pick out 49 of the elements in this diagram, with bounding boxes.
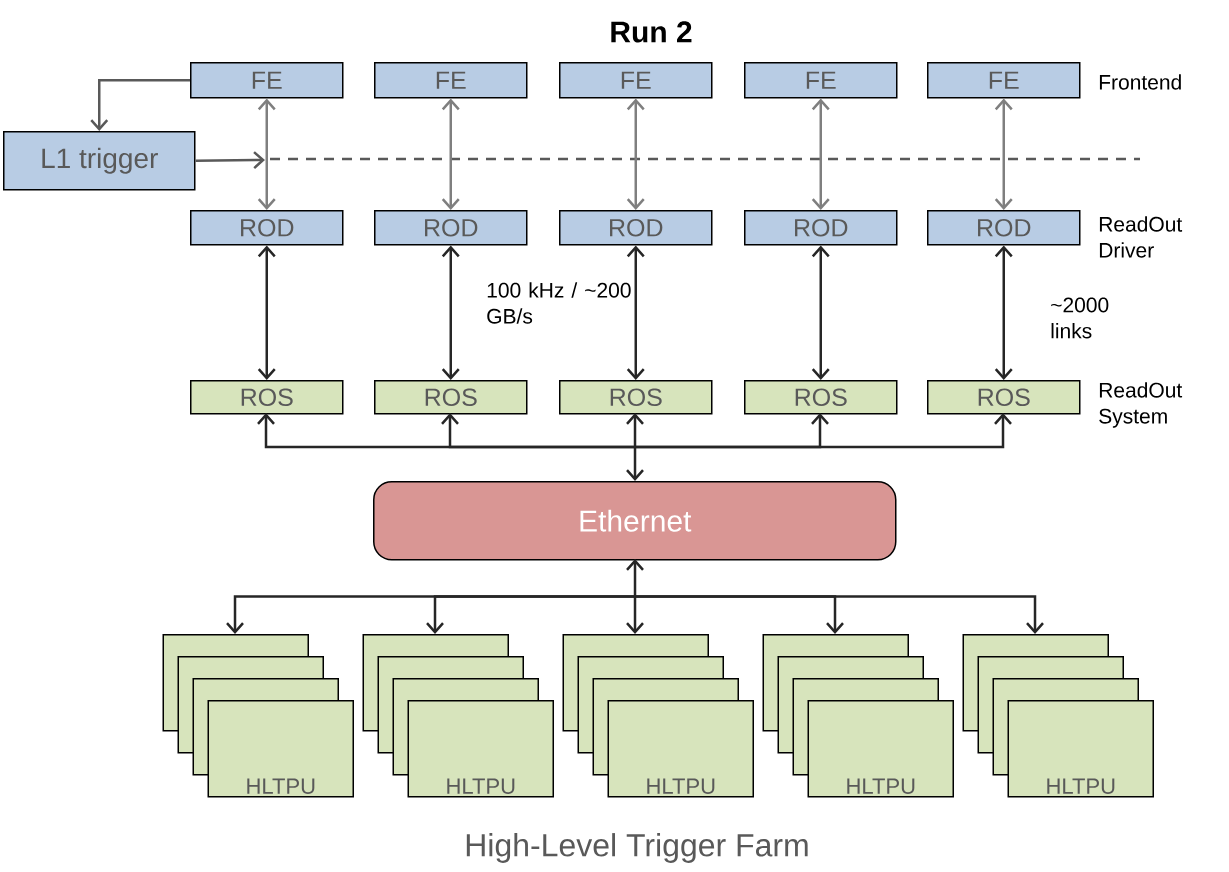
network-box: Ethernet bbox=[373, 481, 897, 561]
arrow bbox=[811, 245, 830, 380]
arrow bbox=[626, 559, 644, 597]
arrow bbox=[626, 98, 645, 210]
module-box: FE bbox=[559, 62, 713, 99]
module-box: FE bbox=[744, 62, 898, 99]
arrow bbox=[441, 245, 460, 380]
rate-label: 100 kHz / ~200 GB/s bbox=[487, 282, 631, 324]
module-box: FE bbox=[374, 62, 528, 99]
arrow bbox=[257, 98, 276, 210]
processor-box: HLTPU bbox=[1007, 700, 1154, 798]
arrow bbox=[811, 98, 830, 210]
arrow bbox=[635, 413, 1012, 449]
trigger-box: L1 trigger bbox=[3, 131, 196, 191]
arrow bbox=[441, 413, 635, 449]
row-label: ReadOut System bbox=[1099, 382, 1183, 428]
arrow bbox=[994, 98, 1013, 210]
module-box: ROD bbox=[374, 210, 528, 246]
module-box: FE bbox=[927, 62, 1081, 99]
processor-box: HLTPU bbox=[607, 700, 754, 798]
arrow bbox=[626, 447, 644, 481]
row-label: ReadOut Driver bbox=[1099, 216, 1183, 258]
module-box: ROD bbox=[559, 210, 713, 246]
module-box: ROS bbox=[559, 380, 713, 415]
module-box: ROS bbox=[927, 380, 1081, 415]
arrow bbox=[635, 595, 1044, 634]
processor-box: HLTPU bbox=[207, 700, 354, 798]
module-box: ROS bbox=[190, 380, 344, 415]
module-box: ROD bbox=[190, 210, 344, 246]
arrow bbox=[626, 413, 644, 447]
arrow bbox=[626, 596, 644, 634]
module-box: ROD bbox=[744, 210, 898, 246]
arrow bbox=[257, 245, 276, 380]
module-box: ROS bbox=[744, 380, 898, 415]
arrow bbox=[90, 79, 190, 131]
processor-box: HLTPU bbox=[807, 700, 954, 798]
arrow bbox=[994, 245, 1013, 380]
arrow bbox=[626, 245, 645, 380]
caption: High-Level Trigger Farm bbox=[466, 833, 808, 863]
arrow bbox=[441, 98, 460, 210]
module-box: ROS bbox=[374, 380, 528, 415]
arrow bbox=[426, 595, 635, 634]
processor-box: HLTPU bbox=[407, 700, 554, 798]
module-box: ROD bbox=[927, 210, 1081, 246]
link-count-label: ~2000 links bbox=[1051, 297, 1109, 339]
module-box: FE bbox=[190, 62, 344, 99]
row-label: Frontend bbox=[1099, 74, 1181, 90]
arrow bbox=[195, 151, 265, 170]
title: Run 2 bbox=[611, 21, 692, 43]
